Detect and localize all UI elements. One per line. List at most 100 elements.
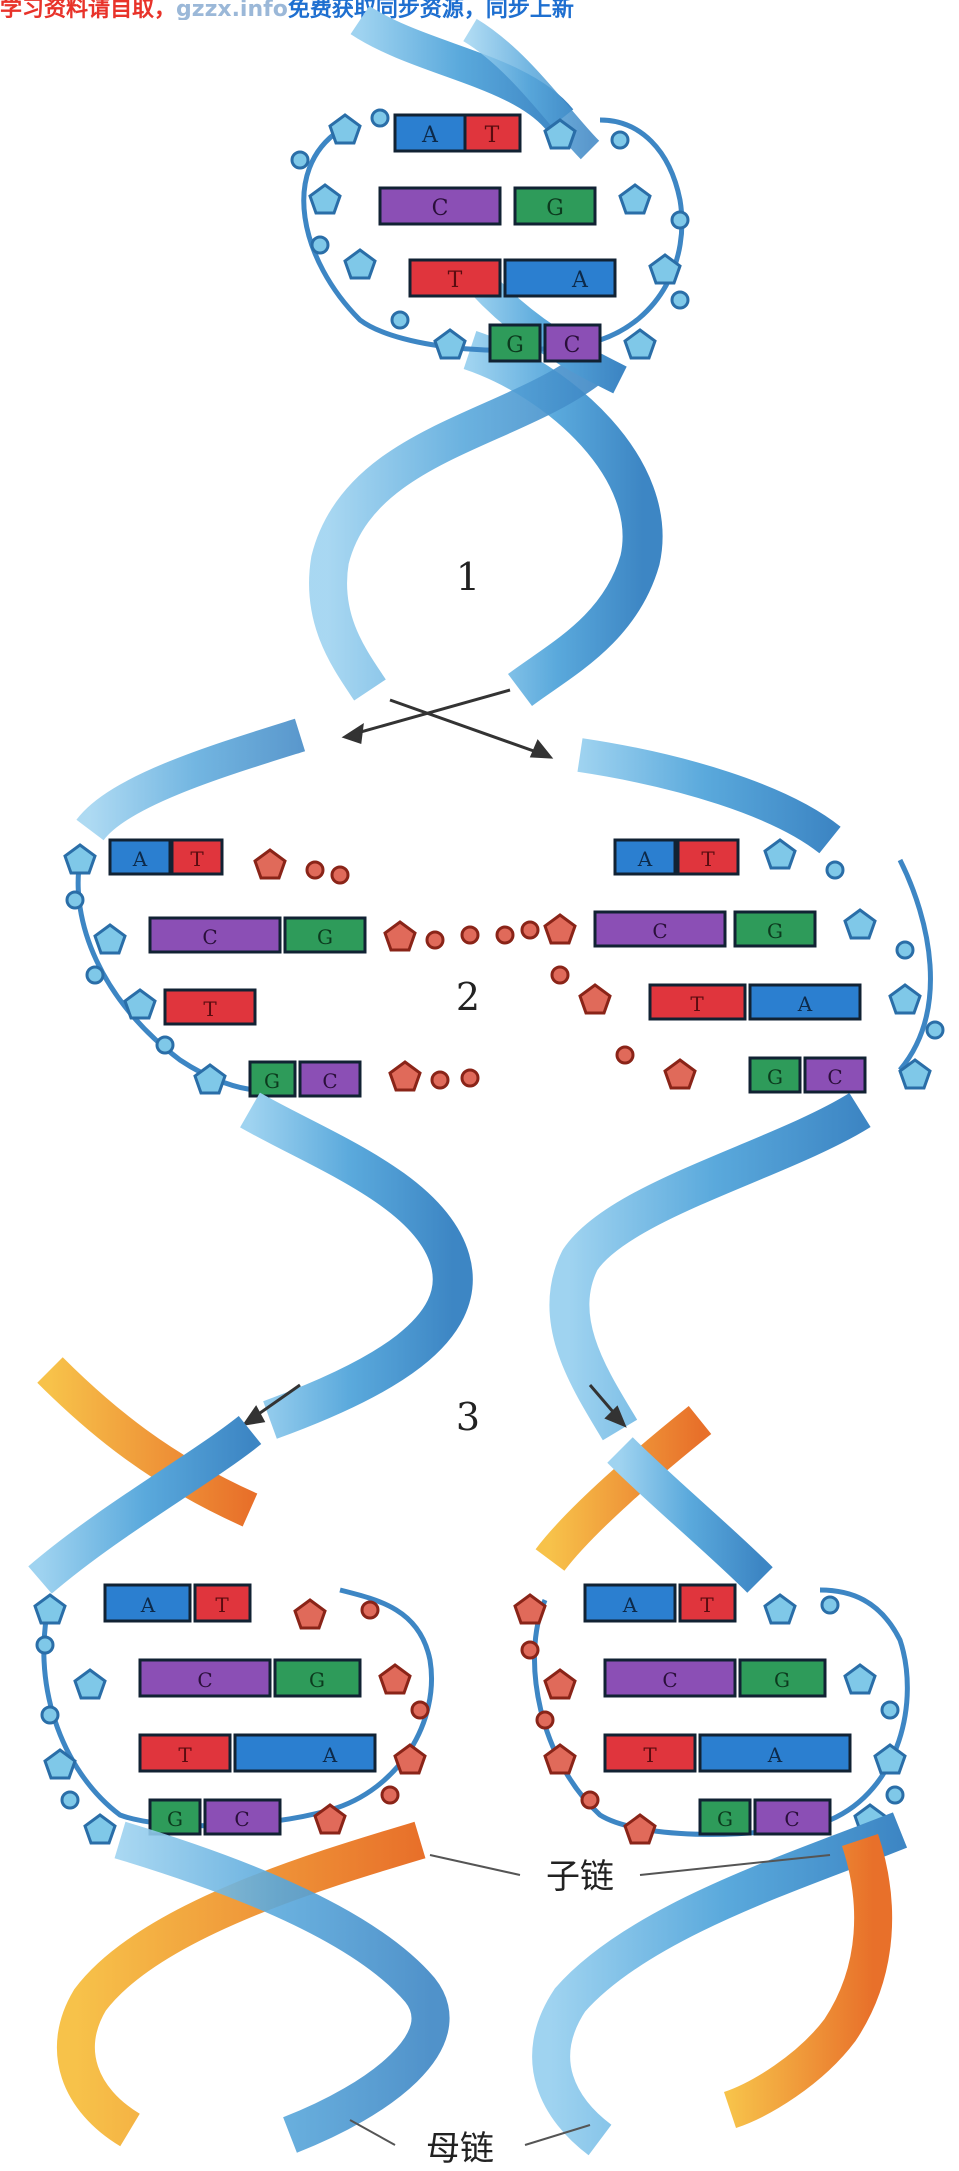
daughter-helix-left: A T C G T A G C <box>35 1370 432 2135</box>
phosphate-icon <box>822 1597 838 1613</box>
arrow-head-icon <box>345 726 362 742</box>
base-pair-row-4: G C <box>490 325 600 361</box>
phosphate-icon <box>157 1037 173 1053</box>
deoxyribose-icon <box>545 1745 575 1773</box>
parent-strand-ribbon <box>620 1450 760 1580</box>
parent-helix: A T C G T A G C <box>292 20 688 690</box>
base-G-label: G <box>167 1807 183 1831</box>
base-A-label: A <box>421 123 439 148</box>
base-T-label: T <box>700 1593 714 1617</box>
separation-arrows <box>345 690 550 757</box>
deoxyribose-icon <box>845 910 875 938</box>
free-nucleotide-icon <box>255 850 285 878</box>
phosphate-icon <box>897 942 913 958</box>
phosphate-icon <box>392 312 408 328</box>
free-phosphate-icon <box>427 932 443 948</box>
base-G-label: G <box>309 1668 325 1692</box>
base-pair-row-2: C G <box>380 188 595 224</box>
parent-strand-ribbon <box>569 1110 860 1430</box>
base-T-label: T <box>448 268 463 293</box>
parent-strand-ribbon <box>580 755 830 840</box>
base-T-label: T <box>690 992 704 1016</box>
arrow-icon <box>350 690 510 735</box>
parent-strand-ribbon <box>90 735 300 830</box>
parent-strand-ribbon <box>120 1840 431 2135</box>
base-C-label: C <box>652 919 667 943</box>
base-A-label: A <box>637 847 653 871</box>
phosphate-icon <box>612 132 628 148</box>
phosphate-icon <box>827 862 843 878</box>
deoxyribose-icon <box>515 1595 545 1623</box>
sugar-phosphate-backbone <box>900 860 930 1070</box>
base-pair-row-3: T A <box>410 260 615 296</box>
phosphate-icon <box>87 967 103 983</box>
deoxyribose-icon <box>95 925 125 953</box>
base-A-label: A <box>767 1743 783 1767</box>
deoxyribose-icon <box>765 840 795 868</box>
base-C-label: C <box>827 1065 842 1089</box>
base-T-label: T <box>190 847 204 871</box>
base-G-label: G <box>767 919 783 943</box>
phosphate-icon <box>62 1792 78 1808</box>
phosphate-icon <box>672 292 688 308</box>
phosphate-icon <box>292 152 308 168</box>
deoxyribose-icon <box>890 985 920 1013</box>
phosphate-icon <box>382 1787 398 1803</box>
base-G-label: G <box>506 333 524 358</box>
phosphate-icon <box>37 1637 53 1653</box>
base-G-label: G <box>317 925 333 949</box>
deoxyribose-icon <box>310 185 340 213</box>
base-T-label: T <box>485 123 500 148</box>
phosphate-icon <box>927 1022 943 1038</box>
free-phosphate-icon <box>307 862 323 878</box>
free-phosphate-icon <box>462 1070 478 1086</box>
base-C-label: C <box>564 333 581 358</box>
base-A-label: A <box>797 992 813 1016</box>
free-nucleotide-icon <box>545 915 575 943</box>
deoxyribose-icon <box>620 185 650 213</box>
deoxyribose-icon <box>765 1595 795 1623</box>
base-pair-row-1: A T <box>395 115 520 151</box>
free-phosphate-icon <box>522 922 538 938</box>
step-3-label: 3 <box>456 1395 480 1439</box>
right-unwound-strand: A T C G T A G C <box>497 755 943 1430</box>
sugar-phosphate-backbone <box>304 120 682 350</box>
base-A <box>235 1735 375 1771</box>
base-G-label: G <box>717 1807 733 1831</box>
sugar-phosphate-backbone <box>44 1590 432 1826</box>
deoxyribose-icon <box>875 1745 905 1773</box>
base-T-label: T <box>178 1743 192 1767</box>
daughter-strand-leader-left <box>430 1855 520 1875</box>
parent-strand-ribbon <box>250 1110 453 1420</box>
free-phosphate-icon <box>332 867 348 883</box>
free-phosphate-icon <box>617 1047 633 1063</box>
phosphate-icon <box>582 1792 598 1808</box>
parent-strand-label: 母链 <box>426 2129 494 2169</box>
deoxyribose-icon <box>65 845 95 873</box>
base-C-label: C <box>662 1668 677 1692</box>
base-C-label: C <box>202 925 217 949</box>
phosphate-icon <box>672 212 688 228</box>
free-nucleotide-icon <box>385 922 415 950</box>
deoxyribose-icon <box>625 330 655 358</box>
base-G-label: G <box>774 1668 790 1692</box>
phosphate-icon <box>412 1702 428 1718</box>
left-unwound-strand: A T C G T G C <box>65 735 478 1420</box>
step-2-label: 2 <box>456 975 480 1019</box>
sugar-phosphate-backbone <box>78 860 260 1090</box>
free-phosphate-icon <box>497 927 513 943</box>
deoxyribose-icon <box>845 1665 875 1693</box>
free-phosphate-icon <box>462 927 478 943</box>
daughter-helix-right: A T C G T A G C <box>515 1420 907 2140</box>
deoxyribose-icon <box>35 1595 65 1623</box>
base-C-label: C <box>234 1807 249 1831</box>
phosphate-icon <box>362 1602 378 1618</box>
base-T-label: T <box>643 1743 657 1767</box>
arrow-head-icon <box>245 1408 263 1424</box>
parent-strand-leader-left <box>350 2120 395 2145</box>
deoxyribose-icon <box>545 1670 575 1698</box>
base-C-label: C <box>432 196 449 221</box>
base-A-label: A <box>571 268 589 293</box>
base-G-label: G <box>264 1069 280 1093</box>
deoxyribose-icon <box>345 250 375 278</box>
